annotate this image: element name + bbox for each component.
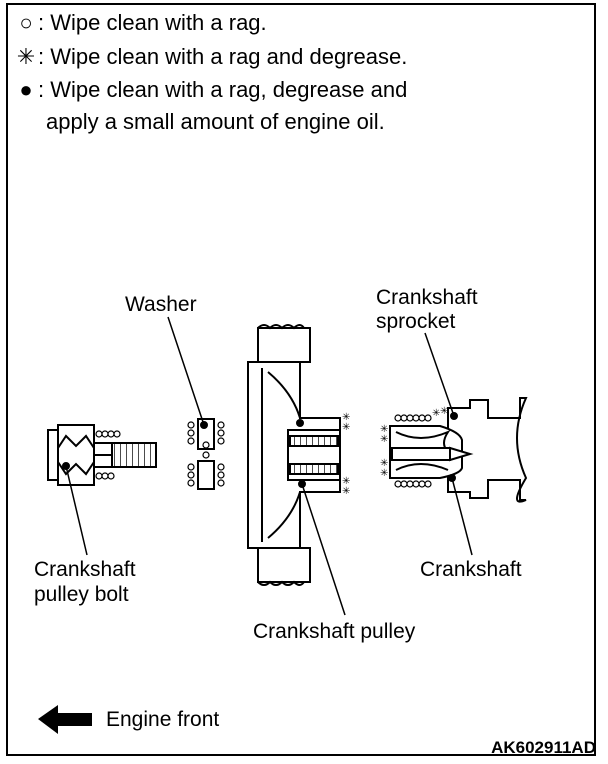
svg-text:✳: ✳ (380, 424, 388, 435)
figure-code: AK602911AD (491, 738, 596, 757)
filled-circle-icon: ● (19, 77, 33, 102)
legend-item-asterisk: ✳: Wipe clean with a rag and degrease. (14, 44, 408, 70)
legend-text: apply a small amount of engine oil. (46, 109, 385, 134)
label-crankshaft-pulley: Crankshaft pulley (253, 620, 416, 643)
svg-text:✳: ✳ (342, 422, 350, 433)
legend-text: : Wipe clean with a rag and degrease. (38, 44, 408, 69)
label-bolt-line1: Crankshaft (34, 558, 136, 581)
svg-text:✳: ✳ (380, 468, 388, 479)
svg-text:✳: ✳ (342, 412, 350, 423)
label-bolt-line2: pulley bolt (34, 583, 129, 606)
legend-item-continuation: apply a small amount of engine oil. (46, 109, 385, 135)
svg-text:✳: ✳ (342, 476, 350, 487)
leader-lines (65, 316, 473, 616)
svg-text:✳: ✳ (342, 486, 350, 497)
legend-item-open-circle: ○: Wipe clean with a rag. (14, 10, 267, 36)
crankshaft-and-sprocket: ✳✳ ✳✳ ✳✳ (380, 397, 528, 503)
svg-text:✳: ✳ (380, 434, 388, 445)
legend-text: : Wipe clean with a rag. (38, 10, 267, 35)
svg-text:✳: ✳ (432, 408, 440, 419)
open-circle-icon: ○ (19, 10, 33, 35)
svg-text:✳: ✳ (440, 406, 448, 417)
label-washer: Washer (125, 293, 197, 316)
legend-text: : Wipe clean with a rag, degrease and (38, 77, 408, 102)
washer (187, 418, 225, 490)
arrow-left-icon (38, 705, 92, 734)
label-sprocket-line2: sprocket (376, 310, 456, 333)
crankshaft-pulley: ✳✳ ✳✳ (247, 324, 350, 586)
svg-text:✳: ✳ (380, 458, 388, 469)
label-sprocket-line1: Crankshaft (376, 286, 478, 309)
asterisk-icon: ✳ (16, 44, 36, 69)
label-engine-front: Engine front (106, 708, 220, 731)
crankshaft-pulley-bolt (47, 424, 157, 486)
legend-item-filled-circle: ●: Wipe clean with a rag, degrease and (14, 77, 407, 103)
label-crankshaft: Crankshaft (420, 558, 522, 581)
